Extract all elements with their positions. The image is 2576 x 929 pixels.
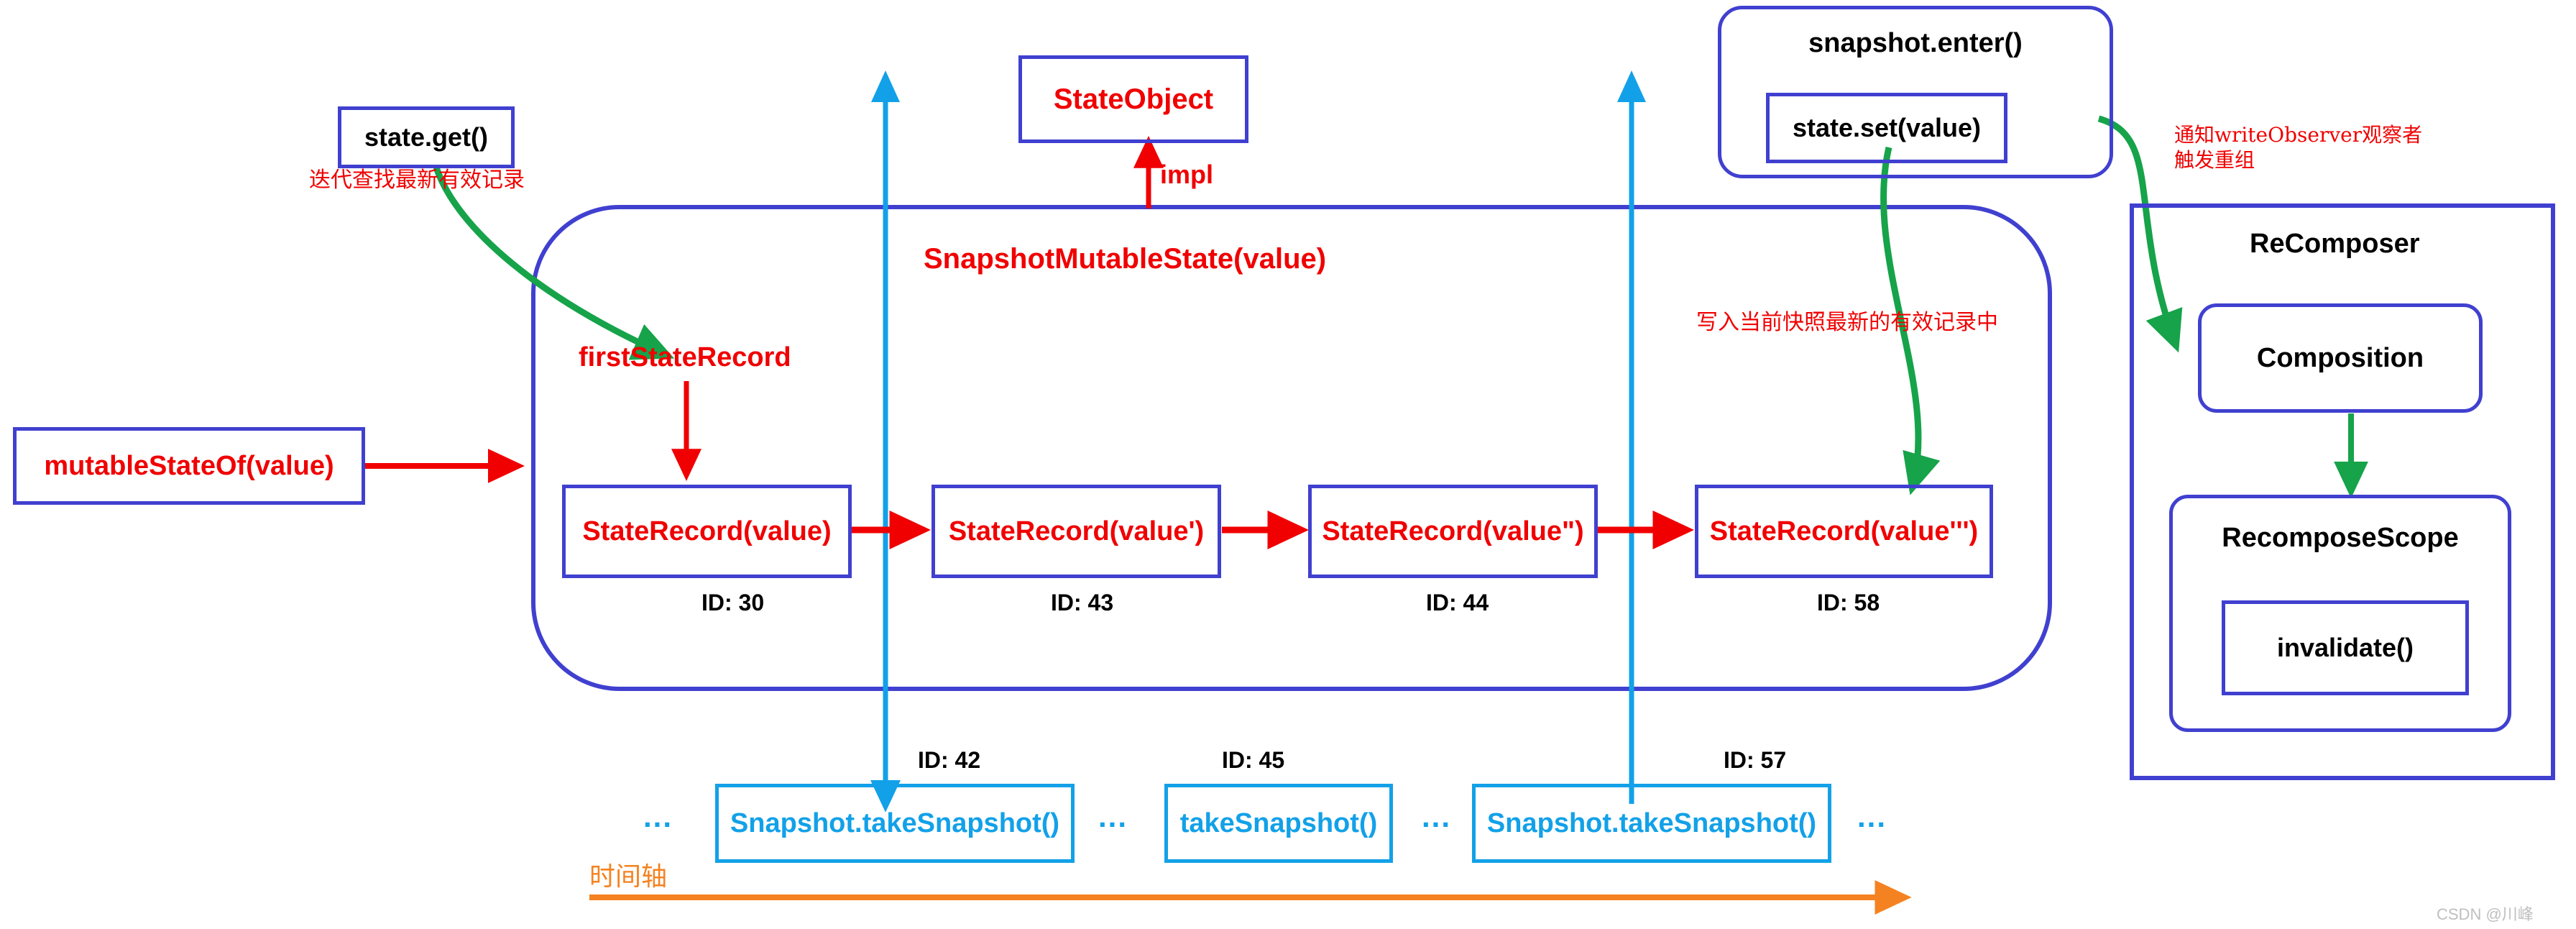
node-staterecord-3[interactable]: StateRecord(value''') xyxy=(1695,485,1993,578)
node-staterecord-3-label: StateRecord(value''') xyxy=(1709,516,1979,546)
watermark: CSDN @川峰 xyxy=(2437,905,2534,923)
node-snapshot-enter-label: snapshot.enter() xyxy=(1808,28,2023,58)
ellipsis-2: ... xyxy=(1422,800,1452,833)
ellipsis-3: ... xyxy=(1857,800,1887,833)
node-staterecord-1[interactable]: StateRecord(value') xyxy=(932,485,1221,578)
node-recomposescope-label: RecomposeScope xyxy=(2222,523,2459,553)
snapshot-arrowhead-42 xyxy=(871,70,900,102)
node-snapshot-enter[interactable]: snapshot.enter() state.set(value) xyxy=(1718,6,2113,178)
node-staterecord-0[interactable]: StateRecord(value) xyxy=(562,485,852,578)
node-staterecord-2-label: StateRecord(value") xyxy=(1322,516,1584,546)
label-firststaterecord: firstStateRecord xyxy=(579,342,791,372)
ellipsis-1: ... xyxy=(1098,800,1128,833)
node-state-set-label: state.set(value) xyxy=(1792,113,1982,142)
label-snapshotmutablestate: SnapshotMutableState(value) xyxy=(924,243,1327,275)
node-state-object[interactable]: StateObject xyxy=(1018,55,1248,143)
node-state-get[interactable]: state.get() xyxy=(338,106,515,168)
annotation-notify-write-observer: 通知writeObserver观察者 触发重组 xyxy=(2174,122,2422,173)
node-state-get-label: state.get() xyxy=(364,122,489,152)
label-snapshot-2-id: ID: 57 xyxy=(1724,747,1787,773)
arrow-state-get-to-firststaterecord xyxy=(433,166,675,360)
arrow-state-set-to-record xyxy=(1880,146,1941,495)
node-snapshot-0-label: Snapshot.takeSnapshot() xyxy=(730,807,1060,838)
node-snapshot-1-label: takeSnapshot() xyxy=(1179,807,1378,838)
label-snapshot-0-id: ID: 42 xyxy=(918,747,981,773)
node-composition-label: Composition xyxy=(2256,342,2424,373)
node-composition[interactable]: Composition xyxy=(2198,303,2483,413)
node-snapshot-1[interactable]: takeSnapshot() xyxy=(1164,784,1393,863)
node-mutablestateof-label: mutableStateOf(value) xyxy=(44,450,334,481)
label-recomposer: ReComposer xyxy=(2250,229,2420,259)
annotation-notify-line2: 触发重组 xyxy=(2174,148,2255,172)
ellipsis-0: ... xyxy=(643,800,673,833)
node-state-set[interactable]: state.set(value) xyxy=(1766,93,2007,163)
annotation-notify-line1: 通知writeObserver观察者 xyxy=(2174,123,2423,147)
node-invalidate-label: invalidate() xyxy=(2276,633,2414,662)
node-snapshot-0[interactable]: Snapshot.takeSnapshot() xyxy=(715,784,1075,863)
label-staterecord-0-id: ID: 30 xyxy=(702,590,765,615)
annotation-write-into-latest: 写入当前快照最新的有效记录中 xyxy=(1696,310,1998,335)
snapshot-arrowhead-57 xyxy=(1617,70,1646,102)
recomposer-container xyxy=(2130,203,2555,780)
node-staterecord-0-label: StateRecord(value) xyxy=(582,516,832,546)
node-staterecord-1-label: StateRecord(value') xyxy=(948,516,1205,546)
node-recomposescope[interactable]: RecomposeScope invalidate() xyxy=(2169,495,2511,732)
node-staterecord-2[interactable]: StateRecord(value") xyxy=(1308,485,1598,578)
label-impl: impl xyxy=(1160,160,1214,189)
node-invalidate[interactable]: invalidate() xyxy=(2222,600,2469,695)
label-staterecord-3-id: ID: 58 xyxy=(1817,590,1880,615)
annotation-iterate-find-latest: 迭代查找最新有效记录 xyxy=(309,168,525,193)
label-snapshot-1-id: ID: 45 xyxy=(1222,747,1285,773)
node-snapshot-2-label: Snapshot.takeSnapshot() xyxy=(1486,807,1817,838)
label-staterecord-2-id: ID: 44 xyxy=(1426,590,1489,615)
arrow-snapshot-enter-to-composition xyxy=(2097,115,2183,353)
label-timeline-axis: 时间轴 xyxy=(589,862,668,892)
node-state-object-label: StateObject xyxy=(1053,83,1214,115)
label-staterecord-1-id: ID: 43 xyxy=(1051,590,1114,615)
snapshot-mutable-state-container xyxy=(531,205,2052,691)
node-snapshot-2[interactable]: Snapshot.takeSnapshot() xyxy=(1472,784,1831,863)
node-mutablestateof[interactable]: mutableStateOf(value) xyxy=(13,427,365,505)
